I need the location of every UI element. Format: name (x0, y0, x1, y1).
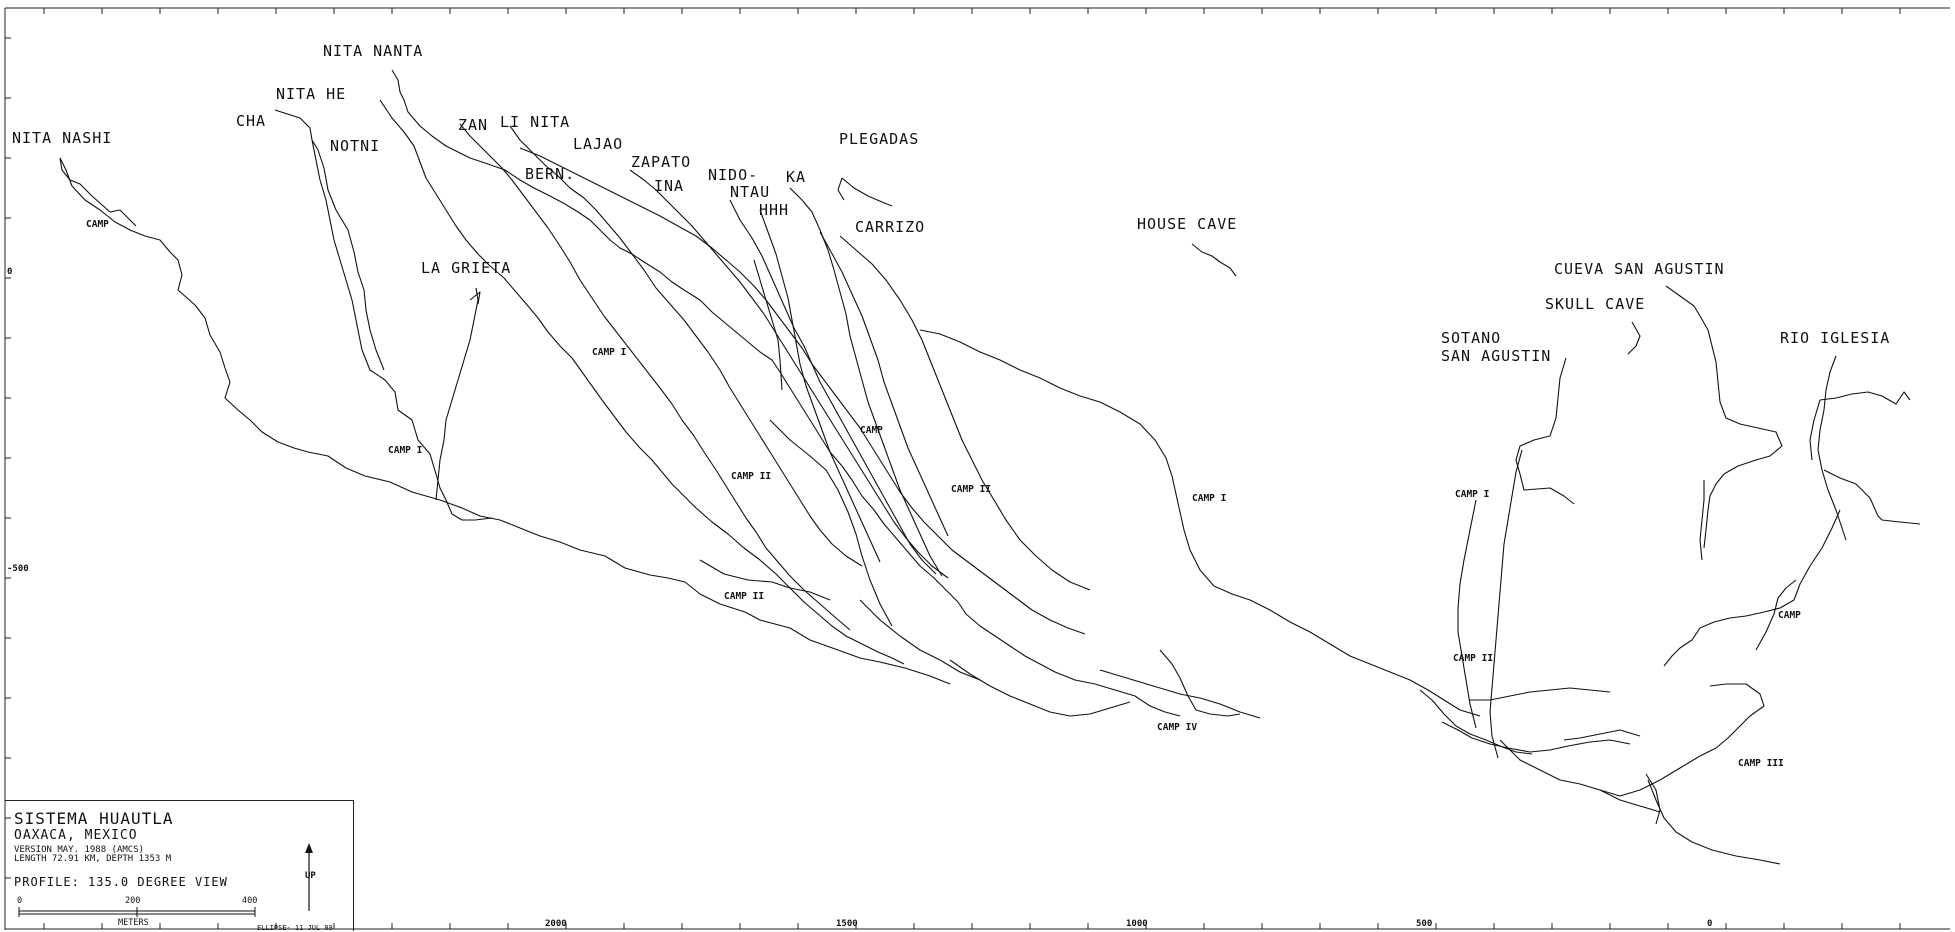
left-axis-label-0: 0 (7, 267, 13, 277)
label-ntau: NTAU (730, 183, 771, 201)
label-la-grieta: LA GRIETA (421, 259, 512, 277)
camp-label: CAMP I (592, 347, 627, 358)
camp-label: CAMP (86, 219, 109, 230)
scale-label-0: 0 (17, 896, 23, 906)
cave-passages (59, 69, 1921, 865)
label-skull-cave: SKULL CAVE (1545, 295, 1646, 313)
camp-label: CAMP II (724, 591, 765, 602)
label-cha: CHA (236, 112, 267, 130)
up-label: UP (305, 871, 316, 881)
up-arrow-icon (305, 843, 313, 911)
scale-label-400: 400 (242, 896, 258, 906)
label-zan: ZAN (458, 116, 489, 134)
label-carrizo: CARRIZO (855, 218, 926, 236)
bottom-axis-label-1000: 1000 (1126, 919, 1148, 929)
label-plegadas: PLEGADAS (839, 130, 920, 148)
camp-label: CAMP (860, 425, 883, 436)
camp-label: CAMP (1778, 610, 1801, 621)
label-lajao: LAJAO (573, 135, 624, 153)
scale-unit: METERS (118, 918, 149, 928)
map-length-depth: LENGTH 72.91 KM, DEPTH 1353 M (14, 854, 172, 864)
label-nido: NIDO- (708, 166, 759, 184)
map-version: VERSION MAY. 1988 (AMCS) (14, 845, 145, 855)
map-title: SISTEMA HUAUTLA (14, 809, 174, 828)
label-li-nita: LI NITA (500, 113, 571, 131)
footer-label: ELLIPSE- 11 JUL 88 (257, 924, 333, 932)
bottom-axis-label-2000: 2000 (545, 919, 567, 929)
label-nita-he: NITA HE (276, 85, 347, 103)
top-axis-ticks (43, 8, 1901, 14)
label-hhh: HHH (759, 201, 790, 219)
label-cueva-san-agustin: CUEVA SAN AGUSTIN (1554, 260, 1725, 278)
label-sotano: SOTANO (1441, 329, 1502, 347)
map-frame (4, 7, 1950, 930)
left-axis-label-minus500: -500 (7, 564, 29, 574)
label-nita-nanta: NITA NANTA (323, 42, 424, 60)
bottom-axis-label-500: 500 (1416, 919, 1433, 929)
camp-label: CAMP II (731, 471, 772, 482)
map-profile-view: PROFILE: 135.0 DEGREE VIEW (14, 875, 228, 889)
label-notni: NOTNI (330, 137, 381, 155)
scale-bar (18, 907, 256, 917)
label-bern: BERN. (525, 165, 576, 183)
camp-label: CAMP I (1192, 493, 1227, 504)
bottom-axis-ticks (43, 923, 1901, 929)
label-san-agustin: SAN AGUSTIN (1441, 347, 1552, 365)
camp-label: CAMP I (1455, 489, 1490, 500)
map-title-block: SISTEMA HUAUTLA OAXACA, MEXICO VERSION M… (5, 800, 354, 932)
camp-label: CAMP III (1738, 758, 1784, 769)
scale-label-200: 200 (125, 896, 141, 906)
label-rio-iglesia: RIO IGLESIA (1780, 329, 1891, 347)
left-axis-ticks (5, 37, 11, 879)
label-zapato: ZAPATO (631, 153, 692, 171)
label-house-cave: HOUSE CAVE (1137, 215, 1238, 233)
camp-label: CAMP II (951, 484, 992, 495)
camp-label: CAMP IV (1157, 722, 1198, 733)
map-location: OAXACA, MEXICO (14, 828, 138, 843)
bottom-axis-label-0: 0 (1707, 919, 1713, 929)
label-ina: INA (654, 177, 685, 195)
label-ka: KA (786, 168, 807, 186)
camp-label: CAMP II (1453, 653, 1494, 664)
camp-label: CAMP I (388, 445, 423, 456)
bottom-axis-label-1500: 1500 (836, 919, 858, 929)
label-nita-nashi: NITA NASHI (12, 129, 113, 147)
